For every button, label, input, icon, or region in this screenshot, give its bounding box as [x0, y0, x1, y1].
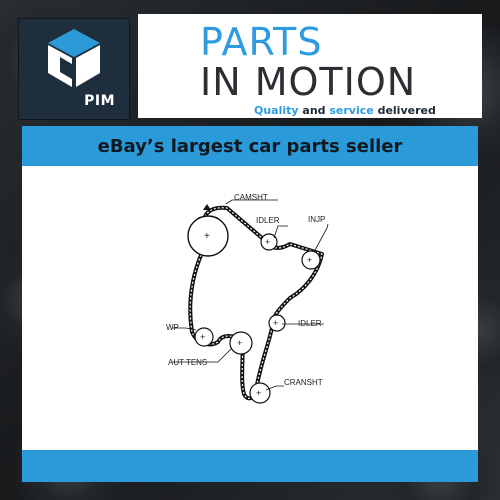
svg-text:+: + — [204, 231, 210, 242]
svg-text:+: + — [265, 237, 270, 247]
svg-text:+: + — [307, 255, 312, 265]
label-idler-right: IDLER — [298, 319, 322, 328]
brand-name-line2: IN MOTION — [200, 60, 417, 104]
idler-right-pulley: + — [268, 314, 286, 332]
label-auto-tensioner: AUT TENS — [168, 358, 207, 367]
camshaft-pulley: + — [187, 215, 229, 257]
brand-panel: PARTS IN MOTION Quality and service deli… — [138, 14, 482, 118]
tagline-quality: Quality — [254, 104, 299, 117]
auto-tensioner-pulley: + — [229, 331, 253, 355]
seller-banner: eBay’s largest car parts seller — [22, 126, 478, 166]
label-camshaft: CAMSHT — [234, 193, 268, 202]
logo-text: PIM — [84, 93, 115, 109]
timing-belt-diagram: + + + + + + + — [166, 193, 329, 404]
tagline-service: service — [329, 104, 374, 117]
label-idler-top: IDLER — [256, 216, 280, 225]
diagram-panel: + + + + + + + — [22, 166, 478, 450]
tagline-delivered: delivered — [373, 104, 436, 117]
svg-text:+: + — [256, 388, 261, 398]
label-crankshaft: CRANSHT — [284, 378, 323, 387]
leader-lines — [172, 199, 329, 391]
water-pump-pulley: + — [194, 327, 214, 347]
label-injection-pump: INJP — [308, 215, 325, 224]
cube-logo-icon — [48, 29, 100, 87]
pim-logo: PIM — [18, 18, 130, 120]
timing-mark-icon — [203, 204, 211, 210]
brand-name-line1: PARTS — [200, 20, 323, 64]
injection-pump-pulley: + — [301, 250, 321, 270]
svg-text:+: + — [200, 332, 205, 342]
footer-bar — [22, 450, 478, 482]
label-water-pump: WP — [166, 323, 179, 332]
banner-text: eBay’s largest car parts seller — [97, 135, 403, 157]
crankshaft-pulley: + — [249, 382, 271, 404]
svg-text:+: + — [237, 338, 242, 348]
tagline-and: and — [298, 104, 330, 117]
idler-top-pulley: + — [260, 233, 278, 251]
svg-text:+: + — [273, 318, 278, 328]
brand-tagline: Quality and service delivered — [254, 104, 436, 117]
